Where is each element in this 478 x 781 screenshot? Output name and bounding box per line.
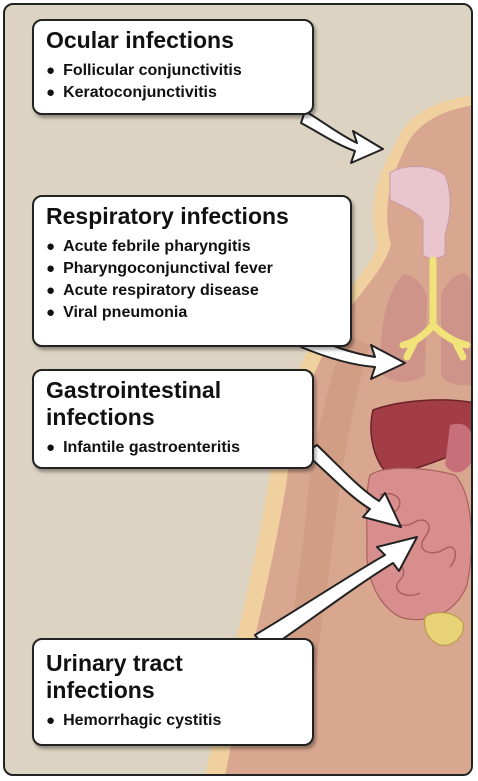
gastrointestinal-title-line1: Gastrointestinal bbox=[46, 377, 221, 403]
urinary-tract-infections-list: Hemorrhagic cystitis bbox=[46, 710, 302, 732]
list-item: Acute febrile pharyngitis bbox=[46, 236, 340, 258]
gastrointestinal-infections-title: Gastrointestinal infections bbox=[46, 377, 302, 431]
list-item: Keratoconjunctivitis bbox=[46, 82, 302, 104]
list-item: Pharyngoconjunctival fever bbox=[46, 258, 340, 280]
list-item: Acute respiratory disease bbox=[46, 280, 340, 302]
urinary-tract-infections-callout: Urinary tract infections Hemorrhagic cys… bbox=[32, 638, 314, 746]
list-item: Infantile gastroenteritis bbox=[46, 437, 302, 459]
list-item: Hemorrhagic cystitis bbox=[46, 710, 302, 732]
ocular-infections-list: Follicular conjunctivitis Keratoconjunct… bbox=[46, 60, 302, 104]
list-item: Follicular conjunctivitis bbox=[46, 60, 302, 82]
urinary-tract-infections-title: Urinary tract infections bbox=[46, 650, 302, 704]
diagram-frame: Ocular infections Follicular conjunctivi… bbox=[3, 3, 473, 776]
urinary-title-line2: infections bbox=[46, 677, 155, 703]
respiratory-infections-list: Acute febrile pharyngitis Pharyngoconjun… bbox=[46, 236, 340, 324]
gastrointestinal-infections-callout: Gastrointestinal infections Infantile ga… bbox=[32, 369, 314, 469]
urinary-title-line1: Urinary tract bbox=[46, 650, 183, 676]
intestines bbox=[367, 468, 472, 619]
gastrointestinal-title-line2: infections bbox=[46, 404, 155, 430]
ocular-infections-title: Ocular infections bbox=[46, 27, 302, 54]
gastrointestinal-infections-list: Infantile gastroenteritis bbox=[46, 437, 302, 459]
ocular-infections-callout: Ocular infections Follicular conjunctivi… bbox=[32, 19, 314, 115]
ocular-pointer-arrow bbox=[301, 111, 383, 163]
respiratory-infections-title: Respiratory infections bbox=[46, 203, 340, 230]
list-item: Viral pneumonia bbox=[46, 302, 340, 324]
respiratory-infections-callout: Respiratory infections Acute febrile pha… bbox=[32, 195, 352, 347]
